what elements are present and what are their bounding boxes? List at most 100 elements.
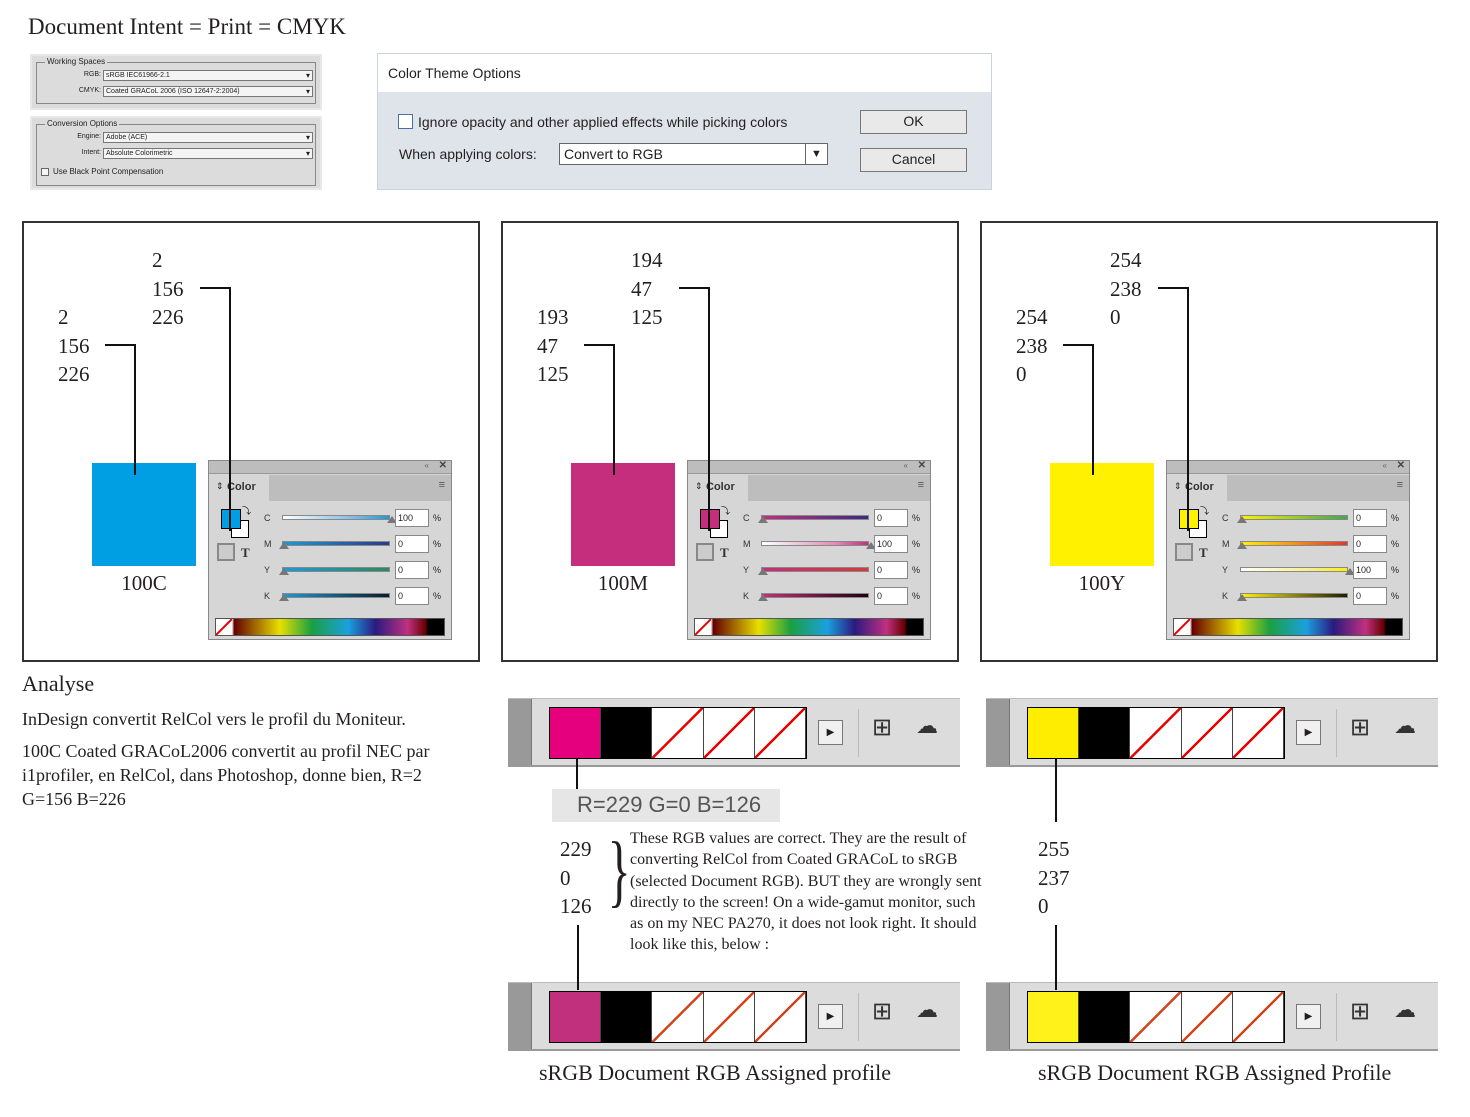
- channel-input[interactable]: 0: [874, 587, 908, 605]
- cloud-sync-icon[interactable]: ☁: [1394, 997, 1416, 1022]
- ok-button[interactable]: OK: [860, 110, 967, 134]
- none-swatch[interactable]: [216, 619, 232, 635]
- strip-handle[interactable]: [986, 983, 1010, 1049]
- channel-input[interactable]: 100: [874, 535, 908, 553]
- slider-thumb[interactable]: [1237, 594, 1247, 601]
- empty-swatch[interactable]: [1130, 992, 1182, 1042]
- add-grid-icon[interactable]: ⊞: [872, 999, 893, 1025]
- channel-slider[interactable]: [761, 593, 869, 598]
- play-button[interactable]: ▶: [1296, 720, 1321, 745]
- close-icon[interactable]: ✕: [917, 460, 926, 471]
- text-icon[interactable]: T: [720, 545, 729, 560]
- empty-swatch[interactable]: [1232, 992, 1285, 1042]
- add-grid-icon[interactable]: ⊞: [1350, 999, 1371, 1025]
- ignore-opacity-checkbox[interactable]: [398, 114, 413, 129]
- empty-swatch[interactable]: [652, 708, 704, 758]
- fill-swatch[interactable]: [221, 509, 241, 529]
- play-button[interactable]: ▶: [818, 1004, 843, 1029]
- empty-swatch[interactable]: [652, 992, 704, 1042]
- cloud-sync-icon[interactable]: ☁: [1394, 713, 1416, 738]
- black-swatch[interactable]: [1079, 992, 1131, 1042]
- collapse-icon[interactable]: «: [1382, 461, 1387, 470]
- channel-input[interactable]: 0: [874, 509, 908, 527]
- rgb-select[interactable]: sRGB IEC61966-2.1: [103, 70, 313, 81]
- slider-thumb[interactable]: [758, 568, 768, 575]
- slider-thumb[interactable]: [1345, 568, 1355, 575]
- channel-input[interactable]: 100: [395, 509, 429, 527]
- cmyk-select[interactable]: Coated GRACoL 2006 (ISO 12647-2:2004): [103, 86, 313, 97]
- channel-input[interactable]: 100: [1353, 561, 1387, 579]
- empty-swatch[interactable]: [703, 708, 755, 758]
- slider-thumb[interactable]: [866, 542, 876, 549]
- menu-icon[interactable]: ≡: [1396, 479, 1403, 491]
- channel-slider[interactable]: [282, 593, 390, 598]
- intent-select[interactable]: Absolute Colorimetric: [103, 148, 313, 159]
- strip-handle[interactable]: [508, 699, 532, 765]
- strip-handle[interactable]: [986, 699, 1010, 765]
- applying-colors-select[interactable]: Convert to RGB ▼: [559, 143, 828, 165]
- cloud-sync-icon[interactable]: ☁: [916, 997, 938, 1022]
- slider-thumb[interactable]: [1237, 516, 1247, 523]
- color-swatch[interactable]: [550, 992, 602, 1042]
- empty-swatch[interactable]: [1181, 708, 1233, 758]
- menu-icon[interactable]: ≡: [917, 479, 924, 491]
- color-ramp[interactable]: [694, 618, 924, 636]
- empty-swatch[interactable]: [703, 992, 755, 1042]
- text-icon[interactable]: T: [241, 545, 250, 560]
- channel-slider[interactable]: [1240, 593, 1348, 598]
- none-swatch[interactable]: [695, 619, 711, 635]
- color-ramp[interactable]: [215, 618, 445, 636]
- channel-slider[interactable]: [282, 567, 390, 572]
- container-icon[interactable]: [1175, 543, 1193, 561]
- color-swatch[interactable]: [1028, 708, 1080, 758]
- channel-slider[interactable]: [282, 541, 390, 546]
- channel-slider[interactable]: [761, 567, 869, 572]
- black-swatch[interactable]: [601, 708, 653, 758]
- empty-swatch[interactable]: [1181, 992, 1233, 1042]
- slider-thumb[interactable]: [279, 568, 289, 575]
- menu-icon[interactable]: ≡: [438, 479, 445, 491]
- swap-icon[interactable]: ⤵: [721, 506, 731, 516]
- play-button[interactable]: ▶: [818, 720, 843, 745]
- empty-swatch[interactable]: [1232, 708, 1285, 758]
- channel-input[interactable]: 0: [395, 561, 429, 579]
- channel-input[interactable]: 0: [1353, 535, 1387, 553]
- add-grid-icon[interactable]: ⊞: [1350, 715, 1371, 741]
- bpc-checkbox[interactable]: [41, 168, 49, 176]
- fill-swatch[interactable]: [1179, 509, 1199, 529]
- add-grid-icon[interactable]: ⊞: [872, 715, 893, 741]
- slider-thumb[interactable]: [1237, 542, 1247, 549]
- color-swatch[interactable]: [1028, 992, 1080, 1042]
- collapse-icon[interactable]: «: [903, 461, 908, 470]
- collapse-icon[interactable]: «: [424, 461, 429, 470]
- channel-input[interactable]: 0: [1353, 587, 1387, 605]
- empty-swatch[interactable]: [1130, 708, 1182, 758]
- black-swatch[interactable]: [1079, 708, 1131, 758]
- close-icon[interactable]: ✕: [1396, 460, 1405, 471]
- channel-slider[interactable]: [282, 515, 390, 520]
- channel-input[interactable]: 0: [1353, 509, 1387, 527]
- empty-swatch[interactable]: [754, 708, 807, 758]
- channel-slider[interactable]: [1240, 515, 1348, 520]
- text-icon[interactable]: T: [1199, 545, 1208, 560]
- strip-handle[interactable]: [508, 983, 532, 1049]
- empty-swatch[interactable]: [754, 992, 807, 1042]
- swap-icon[interactable]: ⤵: [1200, 506, 1210, 516]
- slider-thumb[interactable]: [758, 594, 768, 601]
- channel-slider[interactable]: [1240, 567, 1348, 572]
- slider-thumb[interactable]: [387, 516, 397, 523]
- swap-icon[interactable]: ⤵: [242, 506, 252, 516]
- close-icon[interactable]: ✕: [438, 460, 447, 471]
- cancel-button[interactable]: Cancel: [860, 148, 967, 172]
- slider-thumb[interactable]: [758, 516, 768, 523]
- tab-color[interactable]: Color: [706, 481, 735, 493]
- color-ramp[interactable]: [1173, 618, 1403, 636]
- channel-slider[interactable]: [1240, 541, 1348, 546]
- engine-select[interactable]: Adobe (ACE): [103, 132, 313, 143]
- tab-color[interactable]: Color: [227, 481, 256, 493]
- cloud-sync-icon[interactable]: ☁: [916, 713, 938, 738]
- fill-swatch[interactable]: [700, 509, 720, 529]
- play-button[interactable]: ▶: [1296, 1004, 1321, 1029]
- channel-slider[interactable]: [761, 541, 869, 546]
- black-swatch[interactable]: [601, 992, 653, 1042]
